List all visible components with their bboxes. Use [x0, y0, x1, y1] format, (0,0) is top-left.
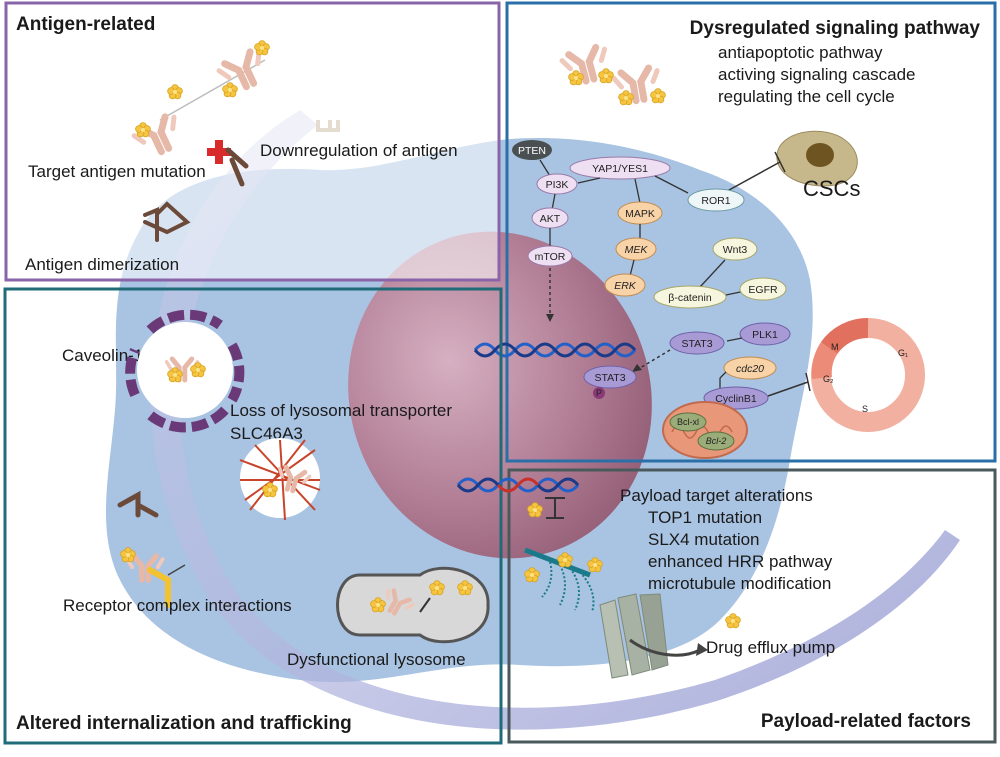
- node-egfr: EGFR: [748, 284, 778, 296]
- signaling-line-3: regulating the cell cycle: [718, 87, 895, 106]
- node-cyclinb1: CyclinB1: [715, 393, 757, 405]
- cycle-m-label: M: [831, 342, 839, 352]
- node-ror1: ROR1: [701, 195, 730, 207]
- dysfunctional-lysosome-icon: [336, 566, 490, 644]
- node-bcl-2: Bcl-2: [706, 436, 727, 446]
- signaling-line-2: activing signaling cascade: [718, 65, 916, 84]
- efflux-pump-label: Drug efflux pump: [706, 638, 835, 657]
- target-mutation-label: Target antigen mutation: [28, 162, 206, 181]
- node-akt: AKT: [540, 213, 561, 225]
- internalization-panel: [3, 287, 503, 745]
- cycle-g1-label: G₁: [898, 348, 908, 358]
- node-beta-catenin: β-catenin: [668, 292, 712, 304]
- node-mtor: mTOR: [535, 251, 566, 263]
- loss-transporter-label: Loss of lysosomal transporter: [230, 401, 452, 420]
- receptor-icon: [225, 147, 249, 187]
- payload-line-4: microtubule modification: [648, 574, 831, 593]
- mitochondrion-icon: [662, 401, 748, 459]
- cycle-g2-label: G₂: [823, 374, 834, 384]
- dysfunctional-lysosome-label: Dysfunctional lysosome: [287, 650, 466, 669]
- internalization-title: Altered internalization and trafficking: [16, 713, 352, 734]
- payload-line-3: enhanced HRR pathway: [648, 552, 833, 571]
- cycle-s-label: S: [862, 404, 868, 414]
- caveolin-label: Caveolin-1: [62, 346, 143, 365]
- signaling-network: PTEN PI3K AKT mTOR YAP1/YES1 ROR1 MAPK M…: [512, 140, 925, 459]
- downregulation-label: Downregulation of antigen: [260, 141, 458, 160]
- cell-cycle-ring: M G₁ G₂ S: [811, 318, 925, 432]
- antigen-panel: [4, 1, 501, 282]
- node-stat3: STAT3: [681, 338, 712, 350]
- payload-line-2: SLX4 mutation: [648, 530, 760, 549]
- dna-helix-icon: [456, 477, 580, 493]
- payload-drug-icon: [598, 68, 614, 84]
- payload-line-1: TOP1 mutation: [648, 508, 762, 527]
- node-stat3-phospho: STAT3: [594, 372, 625, 384]
- node-pi3k: PI3K: [546, 179, 569, 191]
- payload-panel: [507, 468, 997, 744]
- phospho-p-label: P: [596, 388, 602, 398]
- node-erk: ERK: [614, 280, 637, 292]
- signaling-panel: [505, 1, 997, 463]
- downregulated-receptor-icon: [316, 120, 340, 132]
- dimerization-label: Antigen dimerization: [25, 255, 179, 274]
- node-yap1-yes1: YAP1/YES1: [592, 163, 648, 175]
- csc-nucleus-icon: [806, 143, 834, 167]
- cscs-label: CSCs: [803, 176, 860, 201]
- microtubule-icon: [524, 547, 603, 613]
- node-mapk: MAPK: [625, 208, 655, 220]
- slc46a3-label: SLC46A3: [230, 424, 303, 443]
- dimer-receptor-icon: [143, 201, 191, 242]
- node-pten: PTEN: [518, 145, 546, 157]
- payload-target-heading: Payload target alterations: [620, 486, 813, 505]
- payload-title: Payload-related factors: [761, 711, 971, 732]
- node-bcl-xl: Bcl-xl: [677, 417, 699, 427]
- mutation-cross-icon: [207, 140, 231, 164]
- receptor-complex-icon: [117, 490, 186, 608]
- node-plk1: PLK1: [752, 329, 778, 341]
- node-cdc20: cdc20: [736, 363, 764, 375]
- antigen-title: Antigen-related: [16, 14, 155, 35]
- node-wnt3: Wnt3: [723, 244, 748, 256]
- signaling-line-1: antiapoptotic pathway: [718, 43, 883, 62]
- payload-drug-icon: [650, 88, 666, 104]
- lysosome-icon: [239, 438, 321, 521]
- caveolae-vesicle-icon: [125, 309, 245, 433]
- receptor-complex-label: Receptor complex interactions: [63, 596, 292, 615]
- signaling-title: Dysregulated signaling pathway: [690, 18, 981, 39]
- efflux-pump-icon: [599, 593, 741, 679]
- node-mek: MEK: [625, 244, 649, 256]
